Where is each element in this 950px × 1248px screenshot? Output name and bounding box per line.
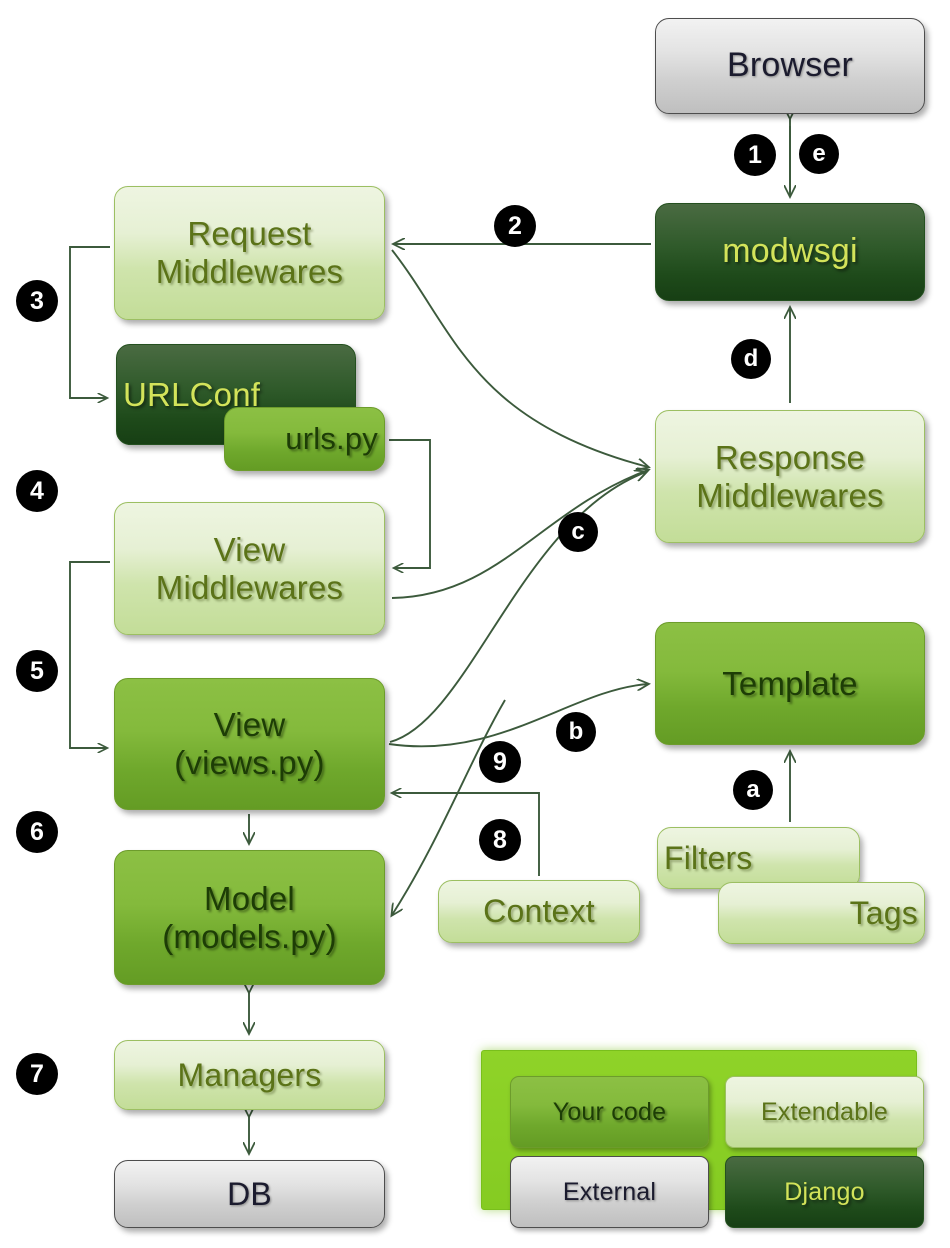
wire-4 [389, 439, 431, 568]
step-badge-1: 1 [734, 134, 776, 176]
wire-c-viewmw [391, 470, 648, 599]
node-label: Filters [664, 839, 753, 876]
node-label: View(views.py) [174, 706, 325, 781]
step-badge-e: e [799, 134, 839, 174]
legend-item-django[interactable]: Django [725, 1156, 924, 1228]
node-label: urls.py [285, 421, 378, 457]
node-filters[interactable]: Filters [657, 827, 860, 889]
legend-label: Extendable [760, 1097, 889, 1126]
node-urls-py[interactable]: urls.py [224, 407, 385, 471]
legend-item-your-code[interactable]: Your code [510, 1076, 709, 1148]
step-badge-b: b [556, 712, 596, 752]
legend-item-extendable[interactable]: Extendable [725, 1076, 924, 1148]
node-template[interactable]: Template [655, 622, 925, 745]
legend-label: Your code [552, 1097, 667, 1126]
step-badge-9: 9 [479, 741, 521, 783]
legend-label: Django [784, 1177, 865, 1206]
node-tags[interactable]: Tags [718, 882, 925, 944]
node-label: modwsgi [722, 232, 858, 271]
node-label: DB [227, 1175, 272, 1212]
node-model[interactable]: Model(models.py) [114, 850, 385, 985]
node-modwsgi[interactable]: modwsgi [655, 203, 925, 301]
legend-item-external[interactable]: External [510, 1156, 709, 1228]
wire-5 [69, 561, 110, 748]
step-badge-5: 5 [16, 650, 58, 692]
step-badge-2: 2 [494, 205, 536, 247]
node-label: Model(models.py) [162, 879, 337, 955]
step-badge-4: 4 [16, 470, 58, 512]
wire-3 [69, 246, 110, 398]
node-label: Browser [726, 46, 854, 85]
node-context[interactable]: Context [438, 880, 640, 943]
step-badge-8: 8 [479, 819, 521, 861]
node-browser[interactable]: Browser [655, 18, 925, 114]
node-label: Template [722, 664, 858, 702]
node-view[interactable]: View(views.py) [114, 678, 385, 810]
legend-label: External [562, 1177, 657, 1206]
node-label: Tags [849, 894, 918, 931]
node-db[interactable]: DB [114, 1160, 385, 1228]
step-badge-3: 3 [16, 280, 58, 322]
wire-c-view [389, 472, 646, 743]
step-badge-c: c [558, 512, 598, 552]
node-label: Managers [177, 1056, 322, 1093]
legend-panel: Your code Extendable External Django [481, 1050, 924, 1228]
node-label: URLConf [123, 375, 261, 413]
node-managers[interactable]: Managers [114, 1040, 385, 1110]
step-badge-d: d [731, 339, 771, 379]
node-label: Context [483, 893, 595, 930]
step-badge-a: a [733, 770, 773, 810]
step-badge-6: 6 [16, 811, 58, 853]
step-badge-7: 7 [16, 1053, 58, 1095]
wire-c-requestmw [391, 249, 648, 467]
wire-b [388, 684, 648, 748]
